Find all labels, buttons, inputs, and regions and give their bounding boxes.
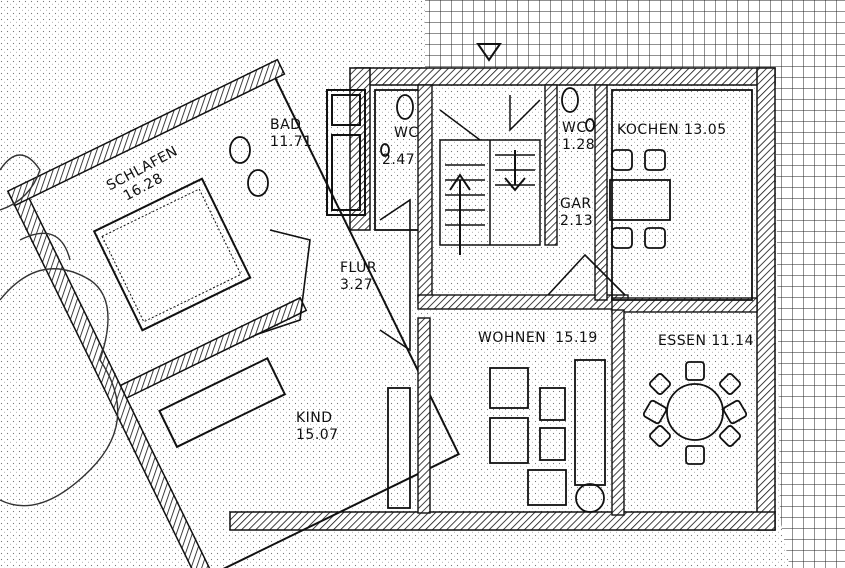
wc2-fixtures [561,87,595,132]
exterior-walls [229,67,776,531]
living-furniture [387,359,606,513]
room-bad-name: BAD [270,117,302,133]
left-wing-wall-top [6,58,286,207]
room-essen-area: 11.14 [711,333,754,349]
room-essen-name: ESSEN [658,333,707,349]
left-wing [6,58,461,568]
room-wc1-name: WC [394,125,419,141]
room-kochen-area: 13.05 [684,122,727,138]
kitchen-furniture [609,89,753,301]
staircase [439,95,541,255]
room-bad-area: 11.71 [270,134,313,150]
room-wc2: WC 1.28 [562,120,595,154]
room-kind-area: 15.07 [296,427,339,443]
room-kind-name: KIND [296,410,333,426]
interior-walls [417,84,758,516]
room-wc2-area: 1.28 [562,137,596,153]
room-wohnen-name: WOHNEN [478,330,547,346]
bathtub [326,89,366,216]
trees [0,154,119,507]
room-wc1: WC 2.47 [382,125,419,169]
room-flur-name: FLUR [340,260,378,276]
room-gar: GAR 2.13 [560,196,593,230]
bath-sinks [229,136,269,197]
wardrobe-kind [158,356,287,449]
room-kind: KIND 15.07 [296,410,339,444]
room-flur: FLUR 3.27 [340,260,377,294]
terrace-grid [425,0,845,568]
dining-table-set [642,361,748,465]
bed [92,177,252,332]
room-bad: BAD 11.71 [270,117,313,151]
terrace-triangle-marker [476,43,502,62]
room-kochen-name: KOCHEN [617,122,680,138]
room-gar-name: GAR [560,196,592,212]
door-swings [254,198,626,352]
room-wc1-area: 2.47 [382,152,416,168]
room-gar-area: 2.13 [560,213,594,229]
left-wing-wall-mid [119,296,308,400]
room-essen: ESSEN 11.14 [658,333,754,350]
room-wohnen: WOHNEN 15.19 [478,330,598,347]
room-flur-area: 3.27 [340,277,374,293]
room-wohnen-area: 15.19 [555,330,598,346]
room-wc2-name: WC [562,120,587,136]
room-kochen: KOCHEN 13.05 [617,122,727,139]
